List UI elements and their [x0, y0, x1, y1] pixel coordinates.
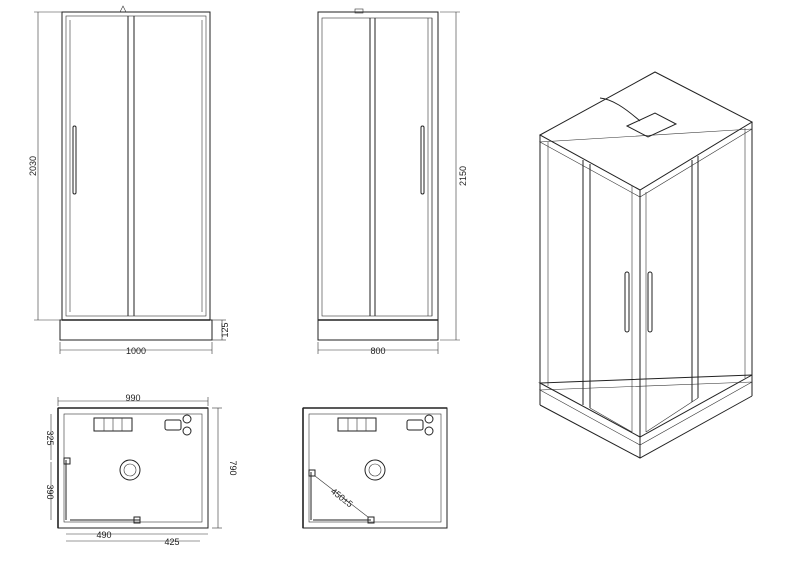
plan-view-right: 450±5 — [302, 407, 448, 529]
shower-tray — [539, 395, 753, 459]
door-handle-icon — [624, 271, 630, 333]
bottom-dimension-425: 425 — [164, 537, 179, 547]
mixer-valve-icon — [164, 414, 192, 436]
height-dimension-2030: 2030 — [28, 156, 38, 176]
shower-tray — [317, 319, 439, 341]
width-dimension-990: 990 — [125, 393, 140, 403]
front-elevation-1000: 2030 125 1000 — [28, 5, 230, 356]
front-frame — [61, 11, 211, 321]
width-dimension-1000: 1000 — [126, 346, 146, 356]
tray-outline — [57, 407, 209, 529]
diagonal-dimension-450: 450±5 — [329, 486, 355, 509]
shower-head-icon — [625, 112, 678, 138]
shower-tray — [59, 319, 213, 341]
depth-dimension-790: 790 — [228, 460, 238, 475]
side-frame — [317, 11, 439, 321]
door-handle-icon — [647, 271, 653, 333]
offset-dimension-325: 325 — [45, 430, 55, 445]
tray-height-dimension-125: 125 — [220, 322, 230, 337]
width-dimension-800: 800 — [370, 346, 385, 356]
tray-outline — [302, 407, 448, 529]
offset-dimension-390: 390 — [45, 484, 55, 499]
isometric-view — [538, 71, 754, 459]
height-dimension-2150: 2150 — [458, 166, 468, 186]
door-handle-icon — [420, 125, 425, 195]
plan-view-left: 990 790 325 390 490 425 — [45, 393, 238, 547]
drain-waste-icon — [119, 459, 141, 481]
drain-waste-icon — [364, 459, 386, 481]
bottom-dimension-490: 490 — [96, 530, 111, 540]
mixer-valve-icon — [406, 414, 434, 436]
door-handle-icon — [72, 125, 77, 195]
side-elevation-800: 2150 800 — [317, 8, 468, 356]
